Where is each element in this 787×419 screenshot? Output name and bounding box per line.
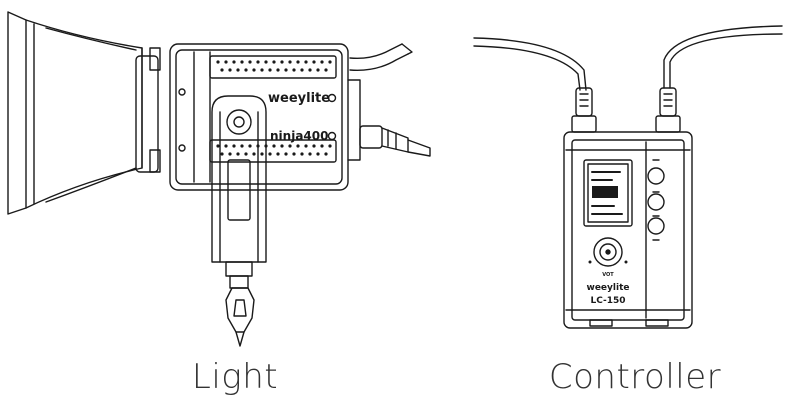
cable-connector-right xyxy=(655,87,681,133)
controller-model-label: LC-150 xyxy=(590,296,625,306)
carry-handle xyxy=(349,43,413,71)
controller-caption: Controller xyxy=(548,357,722,397)
power-button xyxy=(647,167,665,185)
controller-cables xyxy=(473,25,783,91)
light-brand-dot-icon xyxy=(327,93,337,103)
cable-connector-left xyxy=(571,87,597,133)
light-model-label: ninja400 xyxy=(270,129,328,143)
vent-grille-top xyxy=(216,60,332,72)
controller-housing xyxy=(563,131,693,329)
light-fixture: weeylite ninja400 xyxy=(7,11,431,347)
controller: VOT weeylite LC-150 xyxy=(473,25,783,329)
power-cable xyxy=(359,125,431,157)
light-brand-label: weeylite xyxy=(268,91,330,106)
controller-brand-label: weeylite xyxy=(587,283,630,293)
reflector-bowl xyxy=(7,11,161,215)
tilt-knob xyxy=(225,261,255,347)
light-model-dot-icon xyxy=(327,131,337,141)
knob-label: VOT xyxy=(602,272,614,278)
side-buttons xyxy=(647,159,665,241)
vent-grille-bottom xyxy=(216,144,332,156)
mode-button xyxy=(647,217,665,235)
yoke-arm xyxy=(211,95,267,263)
dial-knob xyxy=(588,237,628,267)
light-body xyxy=(169,43,361,191)
light-caption: Light xyxy=(191,357,279,397)
menu-button xyxy=(647,193,665,211)
lcd-screen xyxy=(583,159,633,227)
